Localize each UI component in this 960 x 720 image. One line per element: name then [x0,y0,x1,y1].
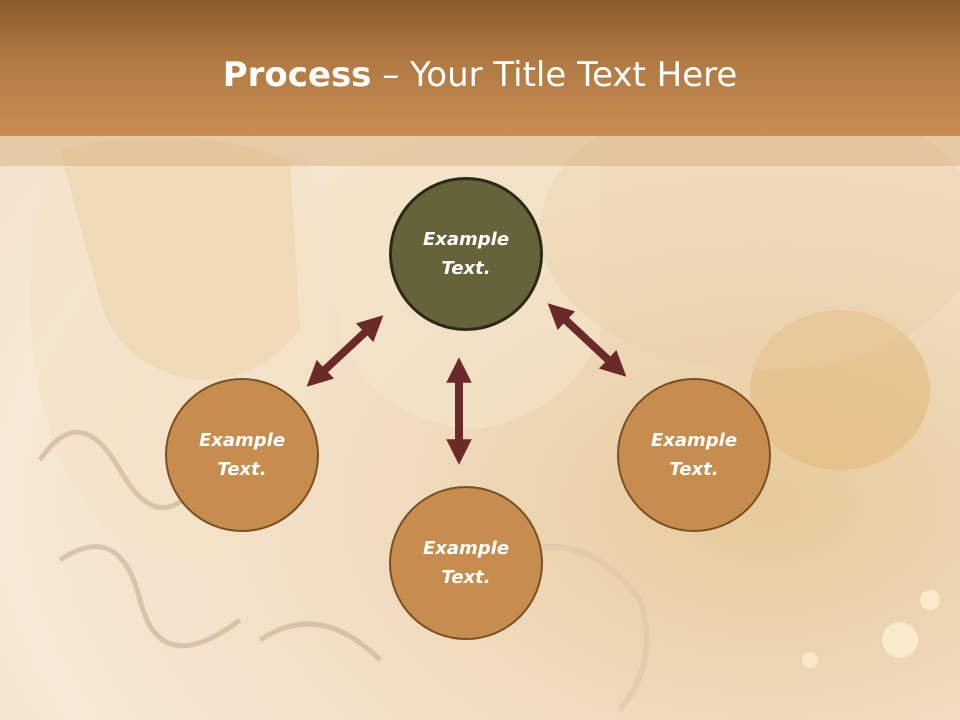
arrow-top-left [306,315,384,387]
title-bar [0,0,960,136]
slide-title[interactable]: Process – Your Title Text Here [0,52,960,98]
arrow-top-right [547,303,627,377]
title-strip [0,136,960,166]
title-rest: – Your Title Text Here [371,55,738,95]
title-bold: Process [222,55,372,95]
